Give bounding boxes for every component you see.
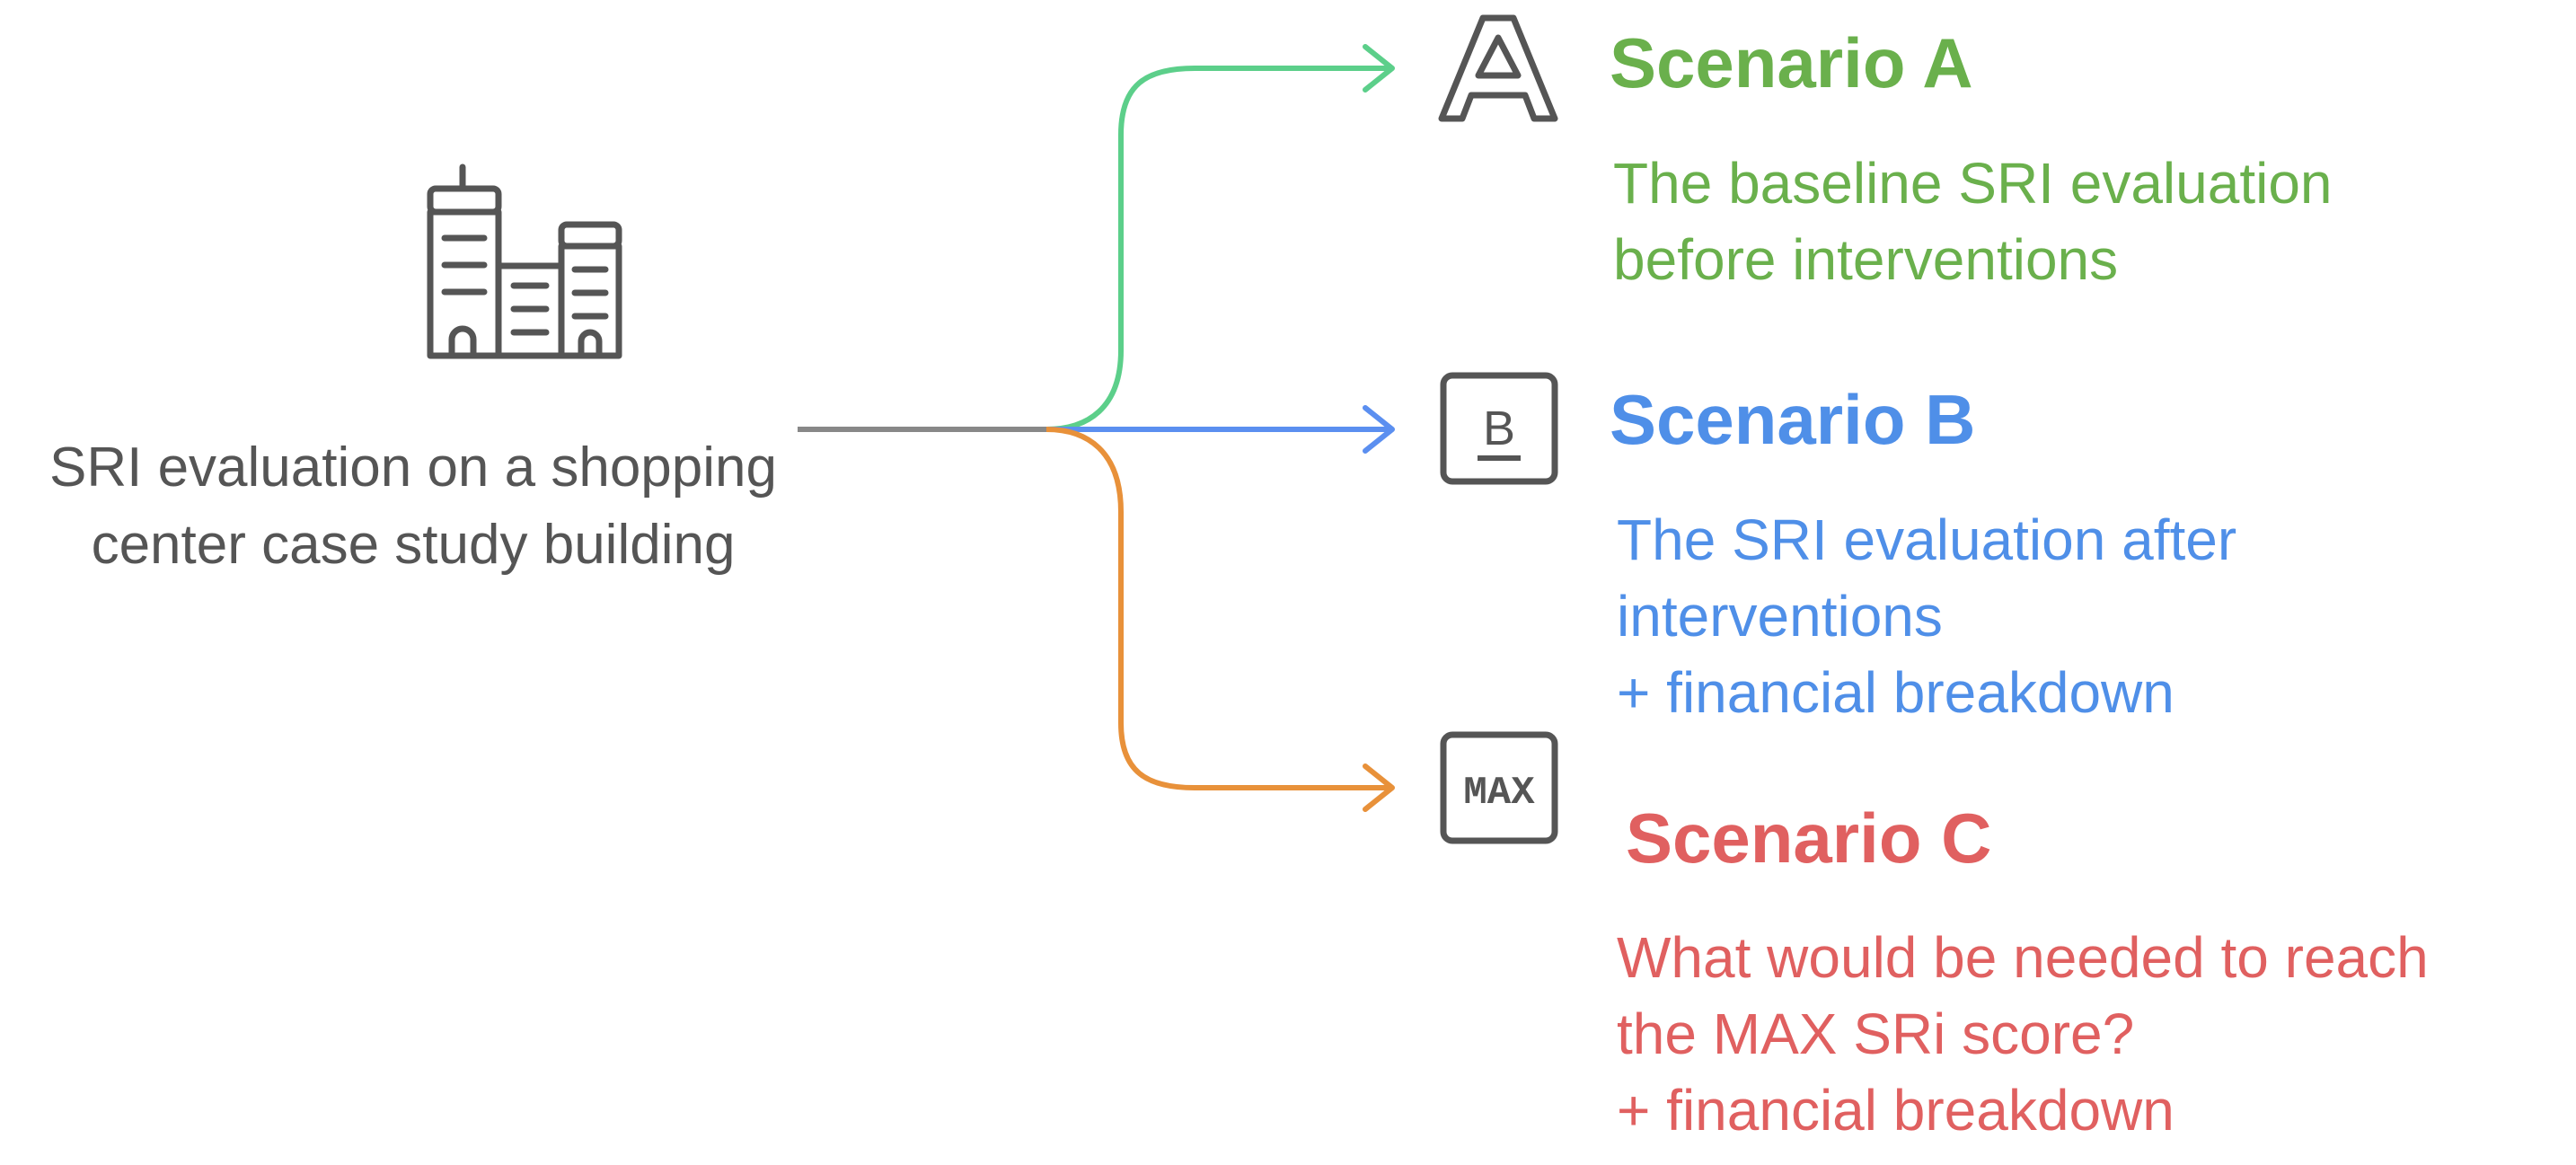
- description-line: The SRI evaluation after: [1617, 507, 2237, 572]
- arrowhead-b: [1363, 405, 1395, 454]
- scenario-a-title: Scenario A: [1610, 23, 1973, 102]
- description-line: before interventions: [1613, 227, 2119, 292]
- scenario-b-title: Scenario B: [1610, 380, 1976, 459]
- root-label-line: center case study building: [91, 514, 736, 576]
- scenario-c-title: Scenario C: [1626, 799, 1992, 878]
- svg-text:B: B: [1483, 402, 1515, 455]
- scenario-b-description: The SRI evaluation after interventions +…: [1617, 502, 2236, 731]
- description-line: What would be needed to reach: [1617, 925, 2429, 990]
- description-line: interventions: [1617, 584, 1943, 649]
- arrowhead-c: [1363, 763, 1395, 812]
- letter-b-icon: B: [1440, 372, 1558, 485]
- arrowhead-a: [1363, 44, 1395, 93]
- root-label: SRI evaluation on a shopping center case…: [0, 429, 826, 584]
- branch-connector-c: [1045, 427, 1392, 790]
- description-line: The baseline SRI evaluation: [1613, 151, 2333, 216]
- scenario-c-description: What would be needed to reach the MAX SR…: [1617, 920, 2429, 1149]
- office-buildings-icon: [427, 163, 622, 359]
- root-label-line: SRI evaluation on a shopping: [49, 437, 778, 499]
- description-line: + financial breakdown: [1617, 660, 2175, 725]
- branch-connector-a: [1045, 66, 1392, 432]
- description-line: the MAX SRi score?: [1617, 1002, 2135, 1066]
- svg-text:MAX: MAX: [1463, 771, 1535, 816]
- max-icon: MAX: [1440, 731, 1558, 844]
- letter-a-icon: [1438, 14, 1558, 122]
- description-line: + financial breakdown: [1617, 1078, 2175, 1143]
- scenario-a-description: The baseline SRI evaluation before inter…: [1613, 146, 2333, 298]
